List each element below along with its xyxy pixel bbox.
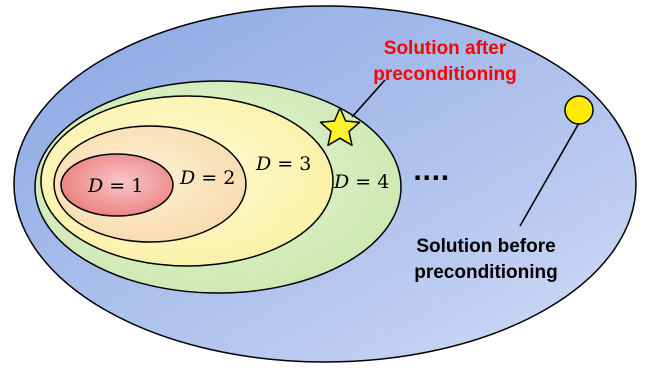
ellipsis-dots: ···· [413, 164, 449, 192]
before-pointer-line [519, 122, 580, 227]
label-d4: D = 4 [333, 171, 389, 193]
region-d1 [60, 153, 174, 217]
circle-icon [564, 95, 594, 125]
star-icon [319, 107, 361, 147]
solution-before-line1: Solution before [416, 236, 555, 257]
label-d1: D = 1 [87, 175, 143, 197]
label-d3: D = 3 [255, 153, 311, 175]
label-d2: D = 2 [179, 167, 235, 189]
after-pointer-line [351, 79, 386, 118]
solution-after-line1: Solution after [384, 38, 507, 59]
solution-after-line2: preconditioning [373, 64, 517, 85]
solution-before-line2: preconditioning [414, 262, 558, 283]
